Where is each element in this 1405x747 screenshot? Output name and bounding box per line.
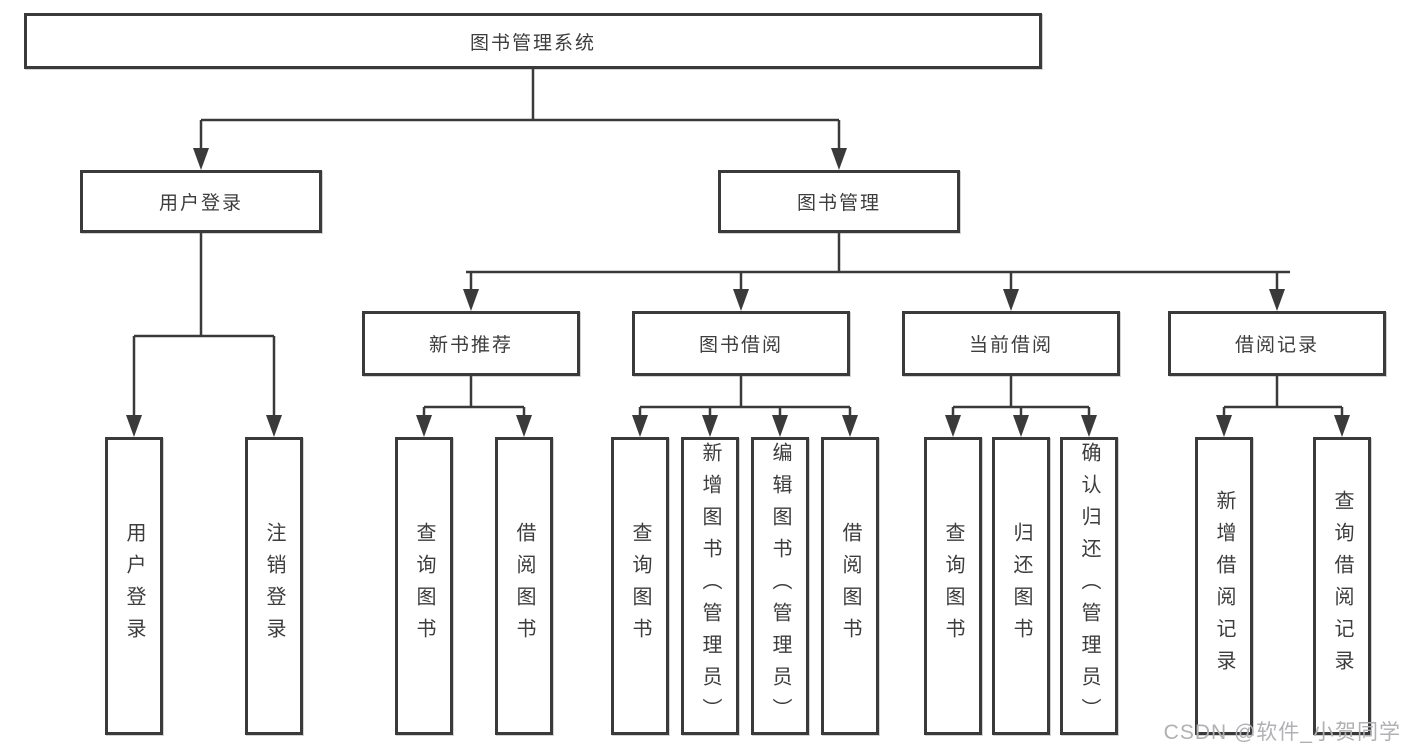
vertical-label: 查询图书 <box>942 522 964 650</box>
arrow-borrow-leaf1 <box>632 415 648 437</box>
node-label: 当前借阅 <box>968 335 1053 356</box>
vertical-label: 查询图书 <box>629 522 651 650</box>
vertical-label: 确认归还（管理员） <box>1078 442 1100 730</box>
node-leaf-logout: 注销登录 <box>245 437 303 735</box>
node-library-system: 图书管理系统 <box>24 13 1042 69</box>
node-leaf-query-book-1: 查询图书 <box>395 437 453 735</box>
node-label: 图书管理 <box>796 193 881 214</box>
node-leaf-query-book-2: 查询图书 <box>611 437 669 735</box>
vertical-label: 借阅图书 <box>839 522 861 650</box>
node-label: 用户登录 <box>158 193 243 214</box>
node-book-borrow: 图书借阅 <box>632 311 850 376</box>
node-label: 图书管理系统 <box>469 32 596 54</box>
node-label: 图书借阅 <box>698 335 783 356</box>
arrow-to-leaf-user-login <box>126 415 142 437</box>
node-leaf-add-borrow-record: 新增借阅记录 <box>1195 437 1253 735</box>
node-current-borrow: 当前借阅 <box>902 311 1120 376</box>
csdn-watermark: CSDN @软件_小贺同学 <box>1163 721 1401 744</box>
vertical-label: 借阅图书 <box>513 522 535 650</box>
arrow-borrow-leaf4 <box>842 415 858 437</box>
node-leaf-user-login: 用户登录 <box>105 437 163 735</box>
vertical-label: 用户登录 <box>123 522 145 650</box>
arrow-records-leaf2 <box>1334 415 1350 437</box>
node-leaf-borrow-book-1: 借阅图书 <box>495 437 553 735</box>
node-borrow-records: 借阅记录 <box>1168 311 1386 376</box>
arrow-to-book-borrow <box>733 289 749 311</box>
vertical-label: 归还图书 <box>1010 522 1032 650</box>
arrow-recommend-leaf1 <box>416 415 432 437</box>
vertical-label: 新增图书（管理员） <box>699 442 721 730</box>
arrow-to-book-management <box>831 148 847 170</box>
node-label: 新书推荐 <box>428 335 513 356</box>
node-leaf-add-book-admin: 新增图书（管理员） <box>681 437 739 735</box>
arrow-current-leaf2 <box>1013 415 1029 437</box>
vertical-label: 注销登录 <box>263 522 285 650</box>
vertical-label: 新增借阅记录 <box>1213 490 1235 682</box>
vertical-label: 查询借阅记录 <box>1331 490 1353 682</box>
arrow-borrow-leaf2 <box>702 415 718 437</box>
vertical-label: 编辑图书（管理员） <box>769 442 791 730</box>
node-new-book-recommend: 新书推荐 <box>362 311 580 376</box>
node-book-management: 图书管理 <box>718 170 960 233</box>
arrow-borrow-leaf3 <box>772 415 788 437</box>
arrow-records-leaf1 <box>1216 415 1232 437</box>
vertical-label: 查询图书 <box>413 522 435 650</box>
node-user-login: 用户登录 <box>80 170 322 233</box>
node-leaf-query-book-3: 查询图书 <box>924 437 982 735</box>
arrow-to-leaf-logout <box>266 415 282 437</box>
arrow-to-borrow-records <box>1269 289 1285 311</box>
arrow-current-leaf3 <box>1081 415 1097 437</box>
arrow-to-user-login <box>193 148 209 170</box>
node-leaf-edit-book-admin: 编辑图书（管理员） <box>751 437 809 735</box>
arrow-to-current-borrow <box>1003 289 1019 311</box>
node-leaf-borrow-book-2: 借阅图书 <box>821 437 879 735</box>
node-leaf-confirm-return-admin: 确认归还（管理员） <box>1060 437 1118 735</box>
node-label: 借阅记录 <box>1234 335 1319 356</box>
arrow-to-new-book-recommend <box>463 289 479 311</box>
arrow-current-leaf1 <box>945 415 961 437</box>
node-leaf-query-borrow-record: 查询借阅记录 <box>1313 437 1371 735</box>
node-leaf-return-book: 归还图书 <box>992 437 1050 735</box>
arrow-recommend-leaf2 <box>516 415 532 437</box>
